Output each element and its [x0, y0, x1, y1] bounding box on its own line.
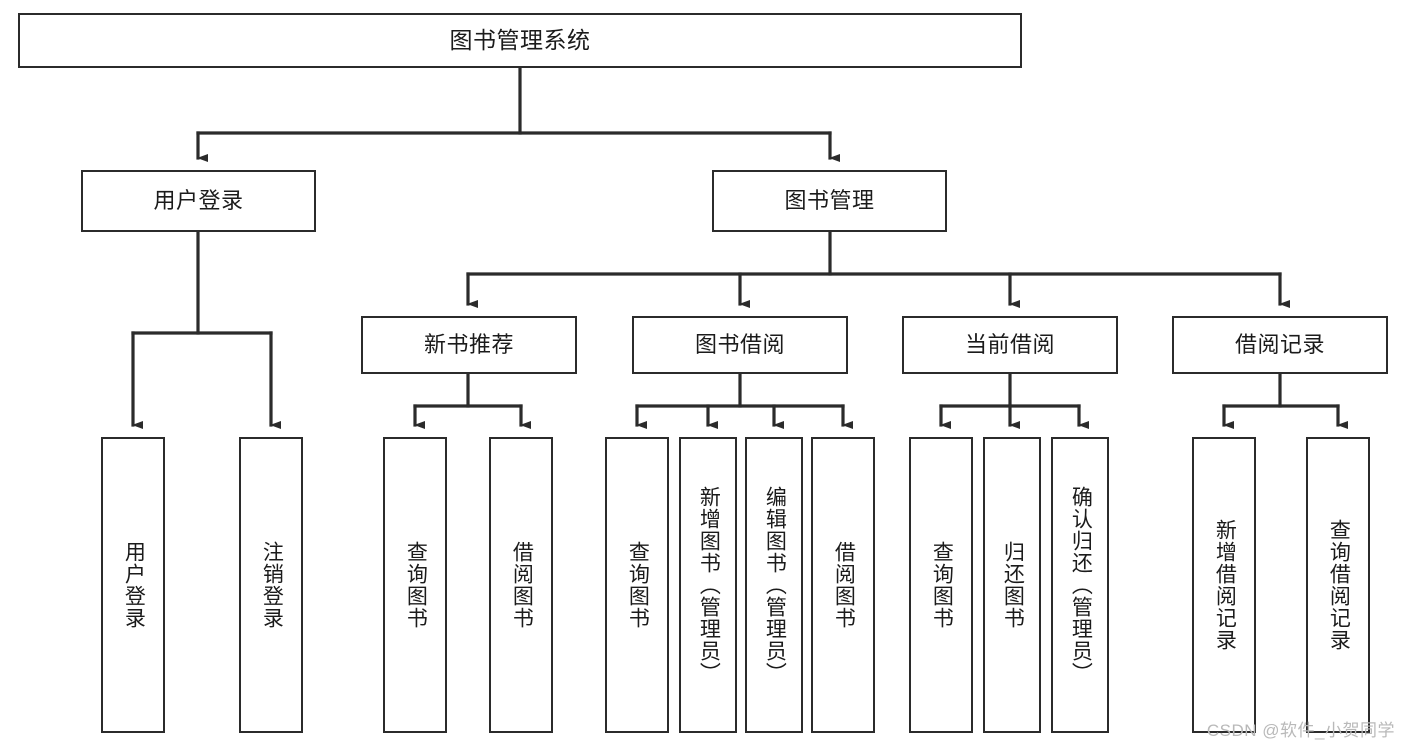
node-label: 借阅图书 [832, 541, 856, 629]
leaf-return-book[interactable]: 归还图书 [983, 437, 1041, 733]
node-label: 图书借阅 [694, 331, 785, 357]
leaf-logout-login[interactable]: 注销登录 [239, 437, 303, 733]
leaf-query-book-new-rec[interactable]: 查询图书 [383, 437, 447, 733]
node-label: 当前借阅 [964, 331, 1055, 357]
leaf-edit-book-admin[interactable]: 编辑图书（管理员） [745, 437, 803, 733]
node-label: 用户登录 [153, 187, 244, 213]
node-label: 查询借阅记录 [1327, 519, 1351, 651]
node-book-management[interactable]: 图书管理 [712, 170, 947, 232]
node-label: 新增借阅记录 [1213, 519, 1237, 651]
node-label: 新增图书（管理员） [697, 486, 721, 684]
node-book-borrowing[interactable]: 图书借阅 [632, 316, 848, 374]
node-label: 借阅记录 [1234, 331, 1325, 357]
leaf-query-borrowing-record[interactable]: 查询借阅记录 [1306, 437, 1370, 733]
node-new-book-recommendation[interactable]: 新书推荐 [361, 316, 577, 374]
node-label: 查询图书 [626, 541, 650, 629]
node-label: 用户登录 [122, 541, 146, 629]
node-label: 编辑图书（管理员） [763, 486, 787, 684]
node-label: 归还图书 [1001, 541, 1025, 629]
node-user-login[interactable]: 用户登录 [81, 170, 316, 232]
node-current-borrowing[interactable]: 当前借阅 [902, 316, 1118, 374]
leaf-query-book-borrowing[interactable]: 查询图书 [605, 437, 669, 733]
node-label: 查询图书 [404, 541, 428, 629]
node-borrowing-record[interactable]: 借阅记录 [1172, 316, 1388, 374]
node-label: 图书管理 [784, 187, 875, 213]
leaf-query-book-current[interactable]: 查询图书 [909, 437, 973, 733]
node-label: 借阅图书 [510, 541, 534, 629]
node-label: 查询图书 [930, 541, 954, 629]
leaf-add-borrowing-record[interactable]: 新增借阅记录 [1192, 437, 1256, 733]
leaf-user-login[interactable]: 用户登录 [101, 437, 165, 733]
leaf-confirm-return-admin[interactable]: 确认归还（管理员） [1051, 437, 1109, 733]
leaf-borrow-book-new-rec[interactable]: 借阅图书 [489, 437, 553, 733]
node-label: 新书推荐 [423, 331, 514, 357]
node-label: 注销登录 [260, 541, 284, 629]
node-root-book-management-system[interactable]: 图书管理系统 [18, 13, 1022, 68]
leaf-add-book-admin[interactable]: 新增图书（管理员） [679, 437, 737, 733]
leaf-borrow-book-borrowing[interactable]: 借阅图书 [811, 437, 875, 733]
node-label: 图书管理系统 [449, 26, 591, 53]
node-label: 确认归还（管理员） [1069, 486, 1093, 684]
